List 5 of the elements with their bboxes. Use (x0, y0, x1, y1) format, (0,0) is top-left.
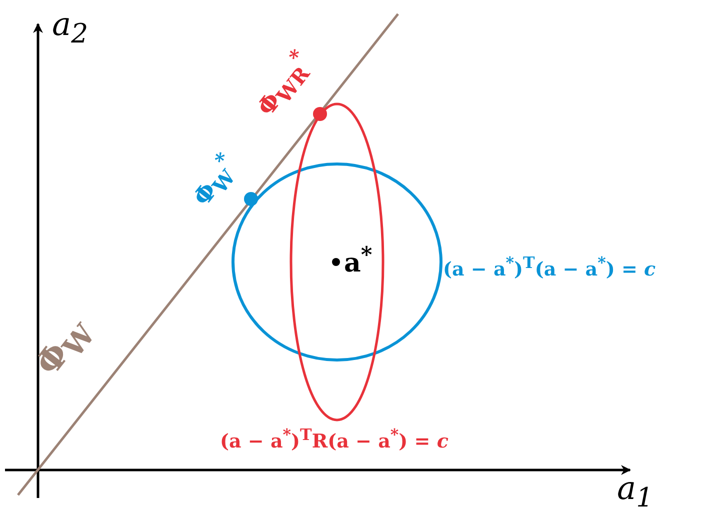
equation-label: (a − a$^{*}$)$^{T}$(a − a$^{*}$) = c (443, 255, 656, 280)
point-label: a$^{*}$ (344, 245, 372, 277)
axis-label: a$_{2}$ (52, 8, 88, 48)
equation-label: (a − a$^{*}$)$^{T}$R(a − a$^{*}$) = c (220, 427, 448, 452)
axis-label: a$_{1}$ (617, 472, 654, 512)
